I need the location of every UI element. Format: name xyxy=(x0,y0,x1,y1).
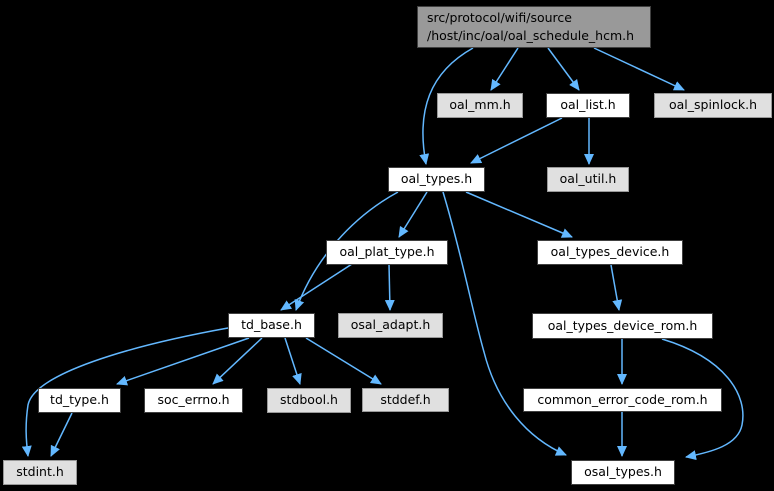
edge-oal_schedule_hcm-to-oal_types xyxy=(419,47,474,165)
node-common_error_code_rom[interactable]: common_error_code_rom.h xyxy=(523,388,722,412)
node-oal_types_device_rom[interactable]: oal_types_device_rom.h xyxy=(532,313,713,339)
edge-td_base-to-stdint xyxy=(21,327,229,457)
node-oal_plat_type[interactable]: oal_plat_type.h xyxy=(326,240,448,265)
node-td_type[interactable]: td_type.h xyxy=(38,388,121,413)
edge-oal_schedule_hcm-to-oal_spinlock xyxy=(593,47,685,91)
node-oal_types_device[interactable]: oal_types_device.h xyxy=(537,240,683,265)
edge-oal_types-to-oal_types_device xyxy=(465,191,573,238)
node-td_base[interactable]: td_base.h xyxy=(228,313,315,338)
node-soc_errno[interactable]: soc_errno.h xyxy=(144,388,243,413)
edge-oal_plat_type-to-osal_adapt xyxy=(384,263,395,311)
node-stddef: stddef.h xyxy=(362,388,449,412)
edge-oal_schedule_hcm-to-oal_mm xyxy=(490,47,519,91)
edge-oal_types_device_rom-to-osal_types xyxy=(661,338,744,461)
edge-oal_plat_type-to-td_base xyxy=(280,263,353,311)
node-oal_list[interactable]: oal_list.h xyxy=(546,93,630,118)
node-stdint: stdint.h xyxy=(3,460,77,485)
edge-oal_types-to-oal_plat_type xyxy=(398,191,428,238)
node-oal_schedule_hcm: src/protocol/wifi/source /host/inc/oal/o… xyxy=(417,6,651,48)
node-osal_adapt: osal_adapt.h xyxy=(338,313,443,338)
node-oal_mm: oal_mm.h xyxy=(437,93,523,118)
edge-oal_types-to-osal_types xyxy=(442,191,567,456)
node-oal_types[interactable]: oal_types.h xyxy=(388,167,485,192)
edge-td_type-to-stdint xyxy=(50,412,73,457)
edge-oal_types_device-to-oal_types_device_rom xyxy=(610,264,623,311)
edge-oal_list-to-oal_types xyxy=(470,117,563,164)
edge-oal_schedule_hcm-to-oal_list xyxy=(547,47,580,91)
edge-td_base-to-stddef xyxy=(305,337,382,385)
node-stdbool: stdbool.h xyxy=(267,388,351,413)
edge-td_base-to-td_type xyxy=(116,337,250,386)
edge-td_base-to-stdbool xyxy=(284,337,302,385)
node-oal_util: oal_util.h xyxy=(547,167,629,192)
node-osal_types[interactable]: osal_types.h xyxy=(571,460,675,485)
node-oal_spinlock: oal_spinlock.h xyxy=(654,93,772,118)
edge-td_base-to-soc_errno xyxy=(212,337,263,385)
